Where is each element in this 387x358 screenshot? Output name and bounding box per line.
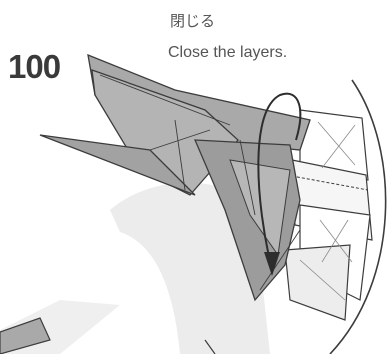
step-number: 100	[8, 48, 60, 86]
caption-english: Close the layers.	[168, 44, 287, 62]
caption-japanese: 閉じる	[170, 10, 215, 31]
